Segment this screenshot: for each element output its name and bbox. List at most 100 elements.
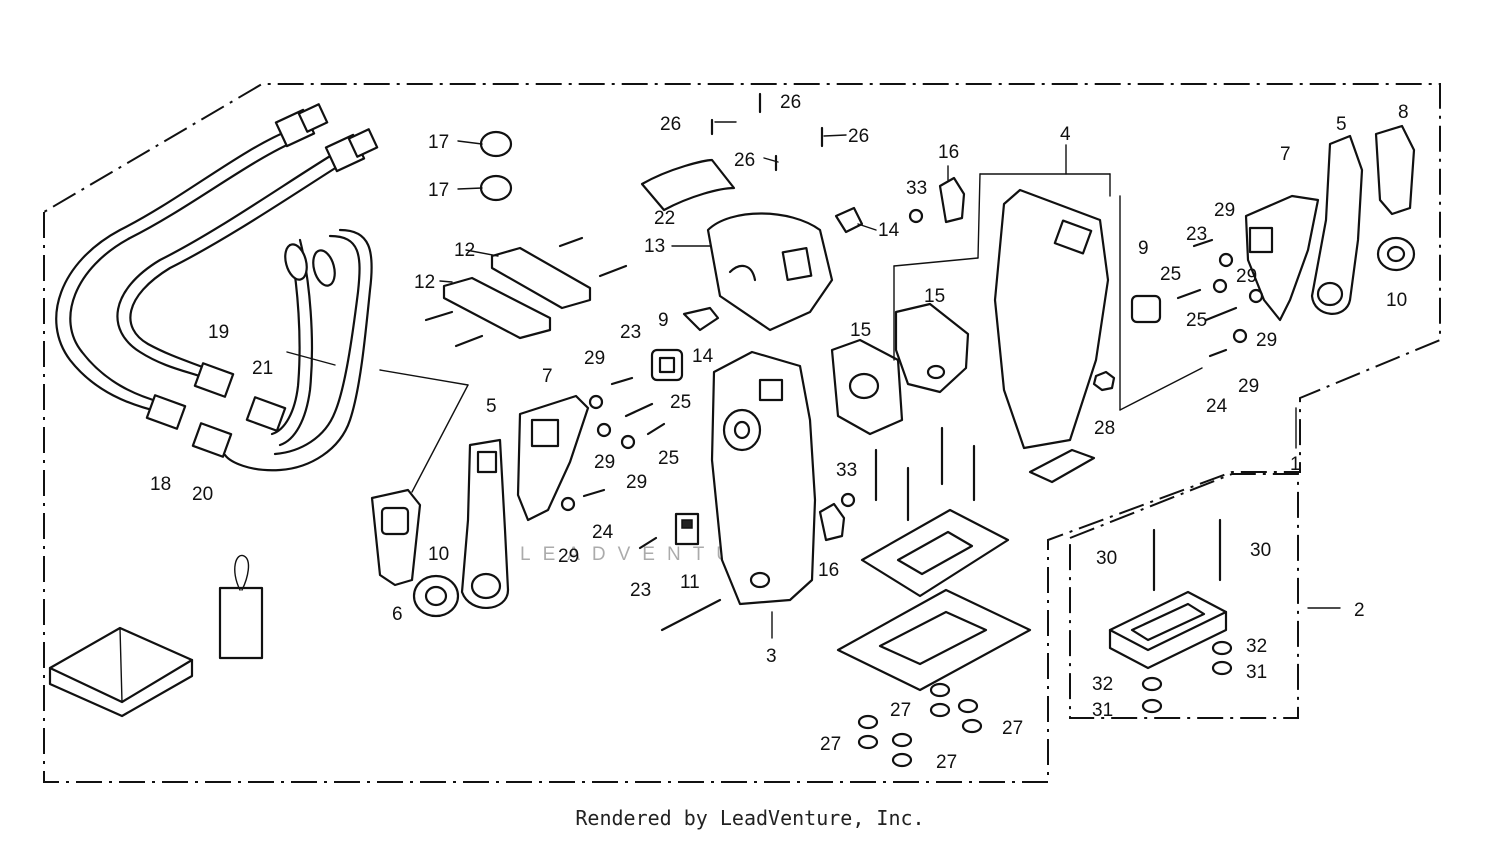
callout-7: 7 (542, 366, 553, 387)
callout-23: 23 (1186, 224, 1207, 245)
callout-7: 7 (1280, 144, 1291, 165)
washers-29 (560, 208, 1264, 512)
part-7-housing-right (1244, 194, 1320, 322)
part-16-tab-upper (938, 176, 966, 224)
callout-29: 29 (626, 472, 647, 493)
leader-lines (439, 121, 1341, 639)
callout-12: 12 (414, 272, 435, 293)
callout-29: 29 (1238, 376, 1259, 397)
assembly-border (43, 83, 1441, 783)
part-8-handle-right (1374, 124, 1416, 216)
kit-2-border (1069, 473, 1299, 719)
callout-29: 29 (584, 348, 605, 369)
callout-31: 31 (1246, 662, 1267, 683)
callout-13: 13 (644, 236, 665, 257)
callout-27: 27 (820, 734, 841, 755)
bolts-12 (424, 236, 628, 348)
part-3-main-case (710, 350, 817, 606)
part-2-spacer (1108, 590, 1228, 670)
part-4-housing (993, 188, 1110, 450)
callout-27: 27 (1002, 718, 1023, 739)
part-17-grommets (479, 130, 513, 202)
callout-30: 30 (1250, 540, 1271, 561)
callout-25: 25 (1186, 310, 1207, 331)
callout-28: 28 (1094, 418, 1115, 439)
callout-14: 14 (878, 220, 900, 241)
callout-16: 16 (818, 560, 839, 581)
part-12-plate-upper (490, 246, 592, 310)
callout-25: 25 (658, 448, 679, 469)
watermark-text: LEADVENTURE (520, 544, 792, 565)
owners-manual (48, 626, 194, 718)
part-11-plate (674, 512, 700, 546)
part-13-top-cover (706, 212, 834, 332)
part-15-plate-lower (830, 338, 904, 436)
part-10-bushing-right (1376, 236, 1416, 272)
callout-18: 18 (150, 474, 171, 495)
nuts-washers (857, 640, 1233, 768)
callout-21: 21 (252, 358, 273, 379)
part-22-cover-strip (640, 158, 736, 212)
callouts: 1 2 3 4 5 5 6 7 7 8 9 9 10 10 11 12 12 1… (150, 92, 1409, 773)
callout-25: 25 (1160, 264, 1181, 285)
callout-22: 22 (654, 208, 675, 229)
callout-24: 24 (592, 522, 614, 543)
callout-2: 2 (1354, 600, 1365, 621)
callout-29: 29 (594, 452, 615, 473)
part-5-lever-right (1310, 134, 1364, 315)
tag (218, 554, 264, 660)
callout-14: 14 (692, 346, 714, 367)
callout-29: 29 (1214, 200, 1235, 221)
callout-3: 3 (766, 646, 777, 667)
callout-15: 15 (850, 320, 871, 341)
callout-33: 33 (836, 460, 857, 481)
callout-19: 19 (208, 322, 229, 343)
callout-20: 20 (192, 484, 213, 505)
callout-25: 25 (670, 392, 691, 413)
callout-17: 17 (428, 180, 449, 201)
callout-5: 5 (486, 396, 497, 417)
part-10-bushing-left (412, 574, 460, 618)
callout-32: 32 (1246, 636, 1267, 657)
callout-16: 16 (938, 142, 959, 163)
callout-26: 26 (734, 150, 755, 171)
callout-26: 26 (660, 114, 681, 135)
part-14-clip-right (834, 206, 864, 234)
part-12-plate-lower (442, 276, 552, 340)
callout-23: 23 (620, 322, 641, 343)
callout-17: 17 (428, 132, 449, 153)
callout-10: 10 (1386, 290, 1407, 311)
bar-bracket (1028, 448, 1096, 484)
callout-26: 26 (848, 126, 869, 147)
part-28-nut (1092, 370, 1116, 392)
callout-33: 33 (906, 178, 927, 199)
small-screws (582, 92, 1238, 550)
callout-27: 27 (936, 752, 957, 773)
callout-29: 29 (1236, 266, 1257, 287)
callout-10: 10 (428, 544, 449, 565)
callout-24: 24 (1206, 396, 1228, 417)
bolts-center (874, 426, 976, 522)
callout-30: 30 (1096, 548, 1117, 569)
callout-5: 5 (1336, 114, 1347, 135)
part-15-plate-upper (894, 302, 970, 394)
callout-12: 12 (454, 240, 475, 261)
part-30-bolts (1152, 518, 1222, 592)
callout-9: 9 (658, 310, 669, 331)
callout-32: 32 (1092, 674, 1113, 695)
part-16-tab-lower (818, 502, 846, 542)
part-5-lever-left (460, 438, 510, 609)
callout-29: 29 (558, 546, 579, 567)
callout-1: 1 (1290, 454, 1301, 475)
gasket-lower (836, 588, 1032, 692)
part-9-cap-left (650, 348, 684, 382)
callout-15: 15 (924, 286, 945, 307)
part-7-housing-left (516, 394, 590, 522)
part-9-cap-right (1130, 294, 1162, 324)
callout-29: 29 (1256, 330, 1277, 351)
callout-6: 6 (392, 604, 403, 625)
part-6-handle (370, 488, 422, 587)
callout-26: 26 (780, 92, 801, 113)
callout-27: 27 (890, 700, 911, 721)
